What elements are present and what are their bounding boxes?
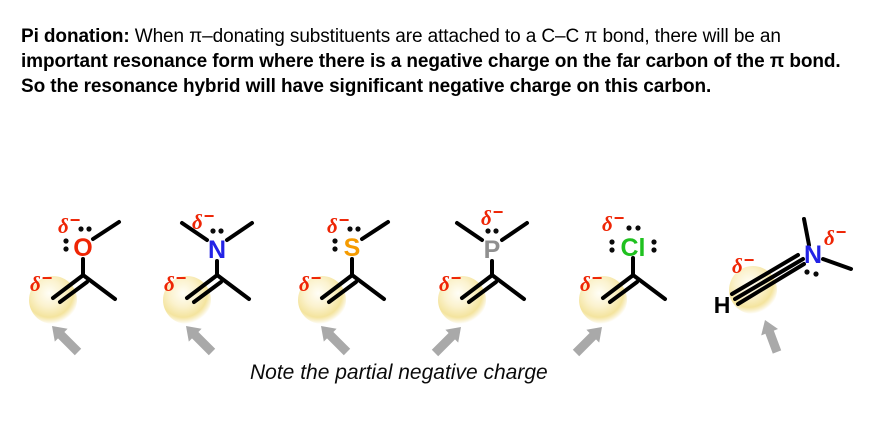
delta-minus-heteroatom: δ−	[824, 222, 847, 250]
molecule-vinyl-chloride: Cl δ− δ−	[568, 195, 698, 385]
delta-minus-heteroatom: δ−	[192, 206, 215, 234]
delta-minus-carbon: δ−	[164, 268, 187, 296]
pointer-arrow-icon	[761, 320, 782, 354]
skeleton-bonds	[320, 220, 390, 304]
heteroatom-label: Cl	[621, 234, 646, 262]
note-caption: Note the partial negative charge	[250, 361, 548, 384]
delta-minus-heteroatom: δ−	[481, 202, 504, 230]
skeleton-bonds	[455, 221, 529, 304]
molecule-ynamine: H N δ− δ−	[698, 195, 878, 385]
heteroatom-label: O	[73, 234, 92, 262]
header-regular-text: When π–donating substituents are attache…	[134, 26, 781, 47]
lone-pair-dots	[63, 226, 92, 252]
delta-minus-carbon: δ−	[30, 268, 53, 296]
molecule-vinyl-sulfide: S δ− δ−	[287, 195, 417, 385]
skeleton-bonds	[730, 217, 853, 306]
header-intro: Pi donation:	[21, 26, 130, 47]
header-bold-text: important resonance form where there is …	[21, 51, 841, 97]
skeleton-bonds	[51, 220, 121, 304]
delta-minus-carbon: δ−	[580, 268, 603, 296]
lone-pair-dots	[485, 228, 499, 234]
pointer-arrow-icon	[321, 326, 351, 356]
pointer-arrow-icon	[431, 327, 461, 357]
hydrogen-label: H	[714, 292, 731, 318]
lone-pair-dots	[609, 225, 657, 253]
delta-minus-heteroatom: δ−	[58, 210, 81, 238]
heteroatom-label: S	[344, 234, 361, 262]
delta-minus-carbon: δ−	[732, 250, 755, 278]
lone-pair-dots	[332, 226, 361, 252]
heteroatom-label: P	[484, 236, 501, 264]
skeleton-bonds	[601, 256, 667, 304]
pointer-arrow-icon	[186, 326, 216, 356]
molecule-methyl-vinyl-ether: O δ− δ−	[18, 195, 148, 385]
lone-pair-dots	[804, 269, 819, 277]
skeleton-bonds	[180, 221, 254, 304]
delta-minus-heteroatom: δ−	[602, 208, 625, 236]
molecule-enamine: N δ− δ−	[152, 195, 282, 385]
heteroatom-label: N	[804, 241, 822, 269]
lone-pair-dots	[210, 228, 224, 234]
heteroatom-label: N	[208, 236, 226, 264]
header-paragraph: Pi donation: When π–donating substituent…	[21, 24, 853, 99]
pointer-arrow-icon	[572, 327, 602, 357]
molecule-vinyl-phosphine: P δ− δ−	[427, 195, 557, 385]
pointer-arrow-icon	[52, 326, 82, 356]
delta-minus-carbon: δ−	[439, 268, 462, 296]
delta-minus-heteroatom: δ−	[327, 210, 350, 238]
delta-minus-carbon: δ−	[299, 268, 322, 296]
